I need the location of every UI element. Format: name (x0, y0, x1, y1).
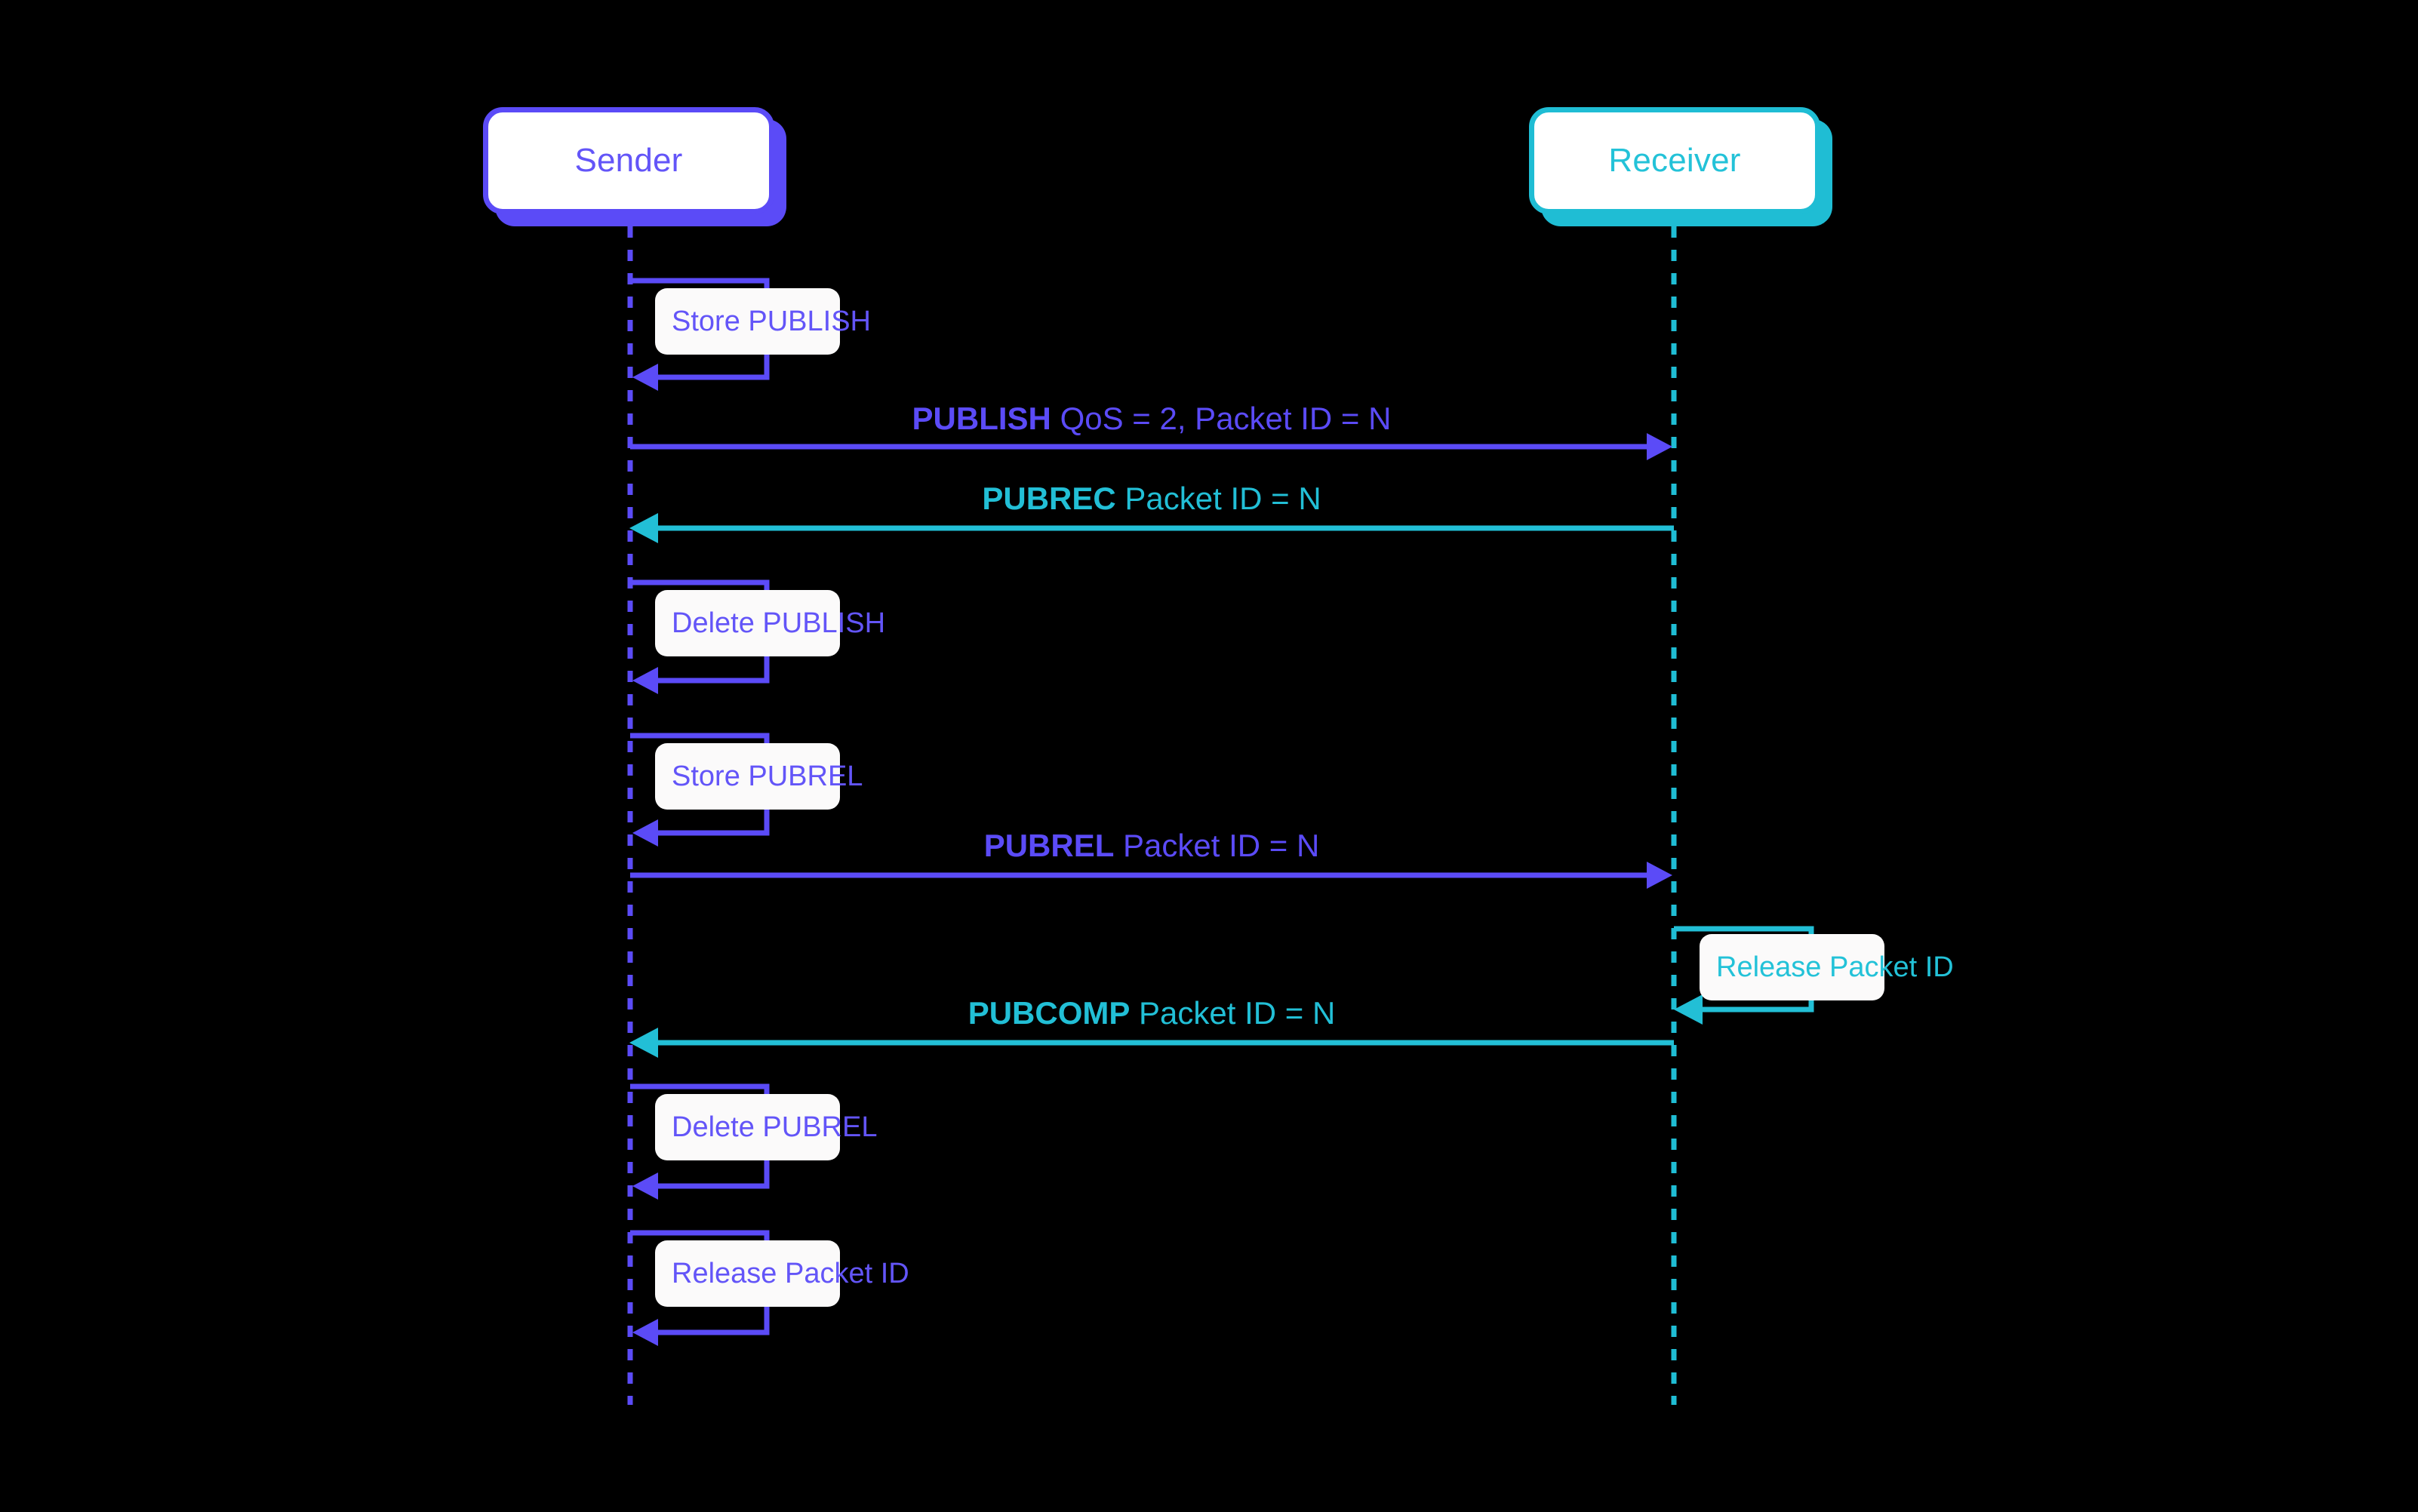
participant-receiver-label: Receiver (1608, 142, 1741, 179)
message-keyword-pubrel: PUBREL (983, 828, 1115, 863)
note-delete-publish-box (655, 590, 840, 656)
participant-sender[interactable]: Sender (483, 107, 774, 214)
note-release-packet-id-receiver-label: Release Packet ID (1716, 951, 1954, 983)
message-keyword-pubcomp: PUBCOMP (968, 995, 1131, 1031)
message-detail-pubrel: Packet ID = N (1123, 828, 1320, 863)
message-label-publish: PUBLISH QoS = 2, Packet ID = N (912, 403, 1392, 435)
message-detail-publish: QoS = 2, Packet ID = N (1060, 401, 1392, 436)
message-arrow-pubrel (630, 862, 1672, 889)
message-label-pubcomp: PUBCOMP Packet ID = N (968, 997, 1336, 1029)
note-store-publish-label: Store PUBLISH (672, 306, 871, 337)
participant-receiver[interactable]: Receiver (1529, 107, 1820, 214)
note-store-pubrel-label: Store PUBREL (672, 761, 863, 792)
note-release-packet-id-sender-label: Release Packet ID (672, 1258, 909, 1289)
message-arrow-pubcomp (629, 1028, 1674, 1058)
note-store-pubrel-box (655, 743, 840, 810)
message-detail-pubrec: Packet ID = N (1124, 481, 1321, 516)
note-delete-pubrel-label: Delete PUBREL (672, 1111, 878, 1143)
message-keyword-publish: PUBLISH (912, 401, 1051, 436)
note-delete-pubrel-box (655, 1094, 840, 1160)
message-label-pubrec: PUBREC Packet ID = N (982, 483, 1321, 515)
message-label-pubrel: PUBREL Packet ID = N (984, 830, 1320, 862)
note-store-publish-box (655, 288, 840, 355)
note-release-packet-id-receiver-box (1700, 934, 1884, 1000)
participant-sender-label: Sender (574, 142, 683, 179)
note-delete-publish-label: Delete PUBLISH (672, 607, 886, 639)
message-detail-pubcomp: Packet ID = N (1139, 995, 1336, 1031)
note-release-packet-id-sender-box (655, 1240, 840, 1307)
message-arrow-publish (630, 433, 1672, 460)
message-keyword-pubrec: PUBREC (982, 481, 1116, 516)
message-arrow-pubrec (629, 513, 1674, 543)
